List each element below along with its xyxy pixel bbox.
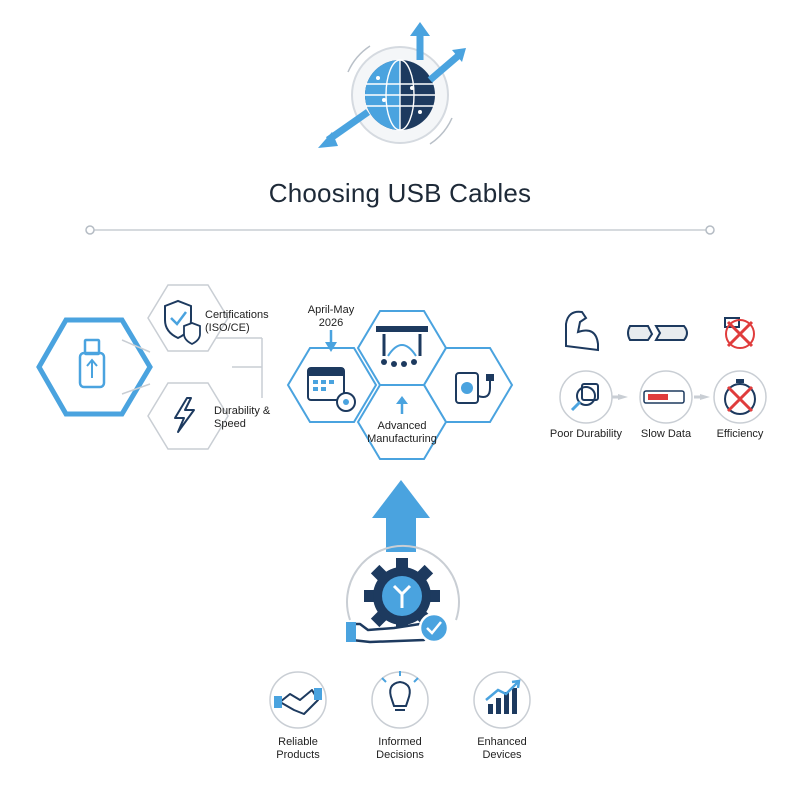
magnifier-chip-icon bbox=[570, 383, 599, 412]
left-connectors bbox=[121, 337, 263, 398]
stopwatch-x-icon bbox=[724, 379, 756, 415]
reliable-products-label: Reliable Products bbox=[276, 736, 320, 761]
date-label: April-May 2026 bbox=[307, 304, 355, 329]
right-arrows bbox=[612, 394, 710, 400]
certifications-label: Certifications (ISO/CE) bbox=[205, 309, 269, 334]
growth-chart-icon bbox=[485, 679, 521, 714]
lightning-bolt-icon bbox=[174, 397, 195, 433]
usb-hexagon bbox=[36, 317, 153, 417]
date-arrow bbox=[325, 330, 337, 352]
durability-label: Durability & Speed bbox=[214, 405, 271, 430]
conference-venue-icon bbox=[376, 326, 428, 367]
slow-data-label: Slow Data bbox=[640, 428, 692, 440]
title-divider bbox=[85, 225, 715, 235]
lightbulb-icon bbox=[381, 671, 419, 711]
gear-hand-icon bbox=[346, 544, 460, 644]
slow-battery-icon bbox=[643, 390, 685, 404]
globe-icon bbox=[318, 22, 466, 148]
informed-decisions-label: Informed Decisions bbox=[376, 736, 424, 761]
shield-check-icon bbox=[164, 299, 201, 346]
calendar-gear-icon bbox=[307, 367, 356, 412]
bottom-circles bbox=[269, 671, 531, 729]
usb-plug-icon bbox=[78, 338, 106, 389]
poor-durability-label: Poor Durability bbox=[549, 428, 623, 440]
page-title: Choosing USB Cables bbox=[268, 178, 532, 208]
broken-cable-icon bbox=[627, 325, 688, 341]
handshake-icon bbox=[274, 688, 322, 715]
usb-x-icon bbox=[724, 317, 755, 349]
muscle-arm-icon bbox=[565, 310, 599, 352]
up-arrow bbox=[372, 480, 430, 552]
advanced-arrow bbox=[396, 396, 408, 414]
efficiency-label: Efficiency bbox=[716, 428, 764, 440]
certification-hexagon bbox=[147, 284, 229, 352]
durability-hexagon bbox=[147, 382, 229, 450]
enhanced-devices-label: Enhanced Devices bbox=[477, 736, 527, 761]
manufacturing-label: Advanced Manufacturing bbox=[367, 420, 437, 445]
phone-charging-icon bbox=[455, 372, 494, 404]
